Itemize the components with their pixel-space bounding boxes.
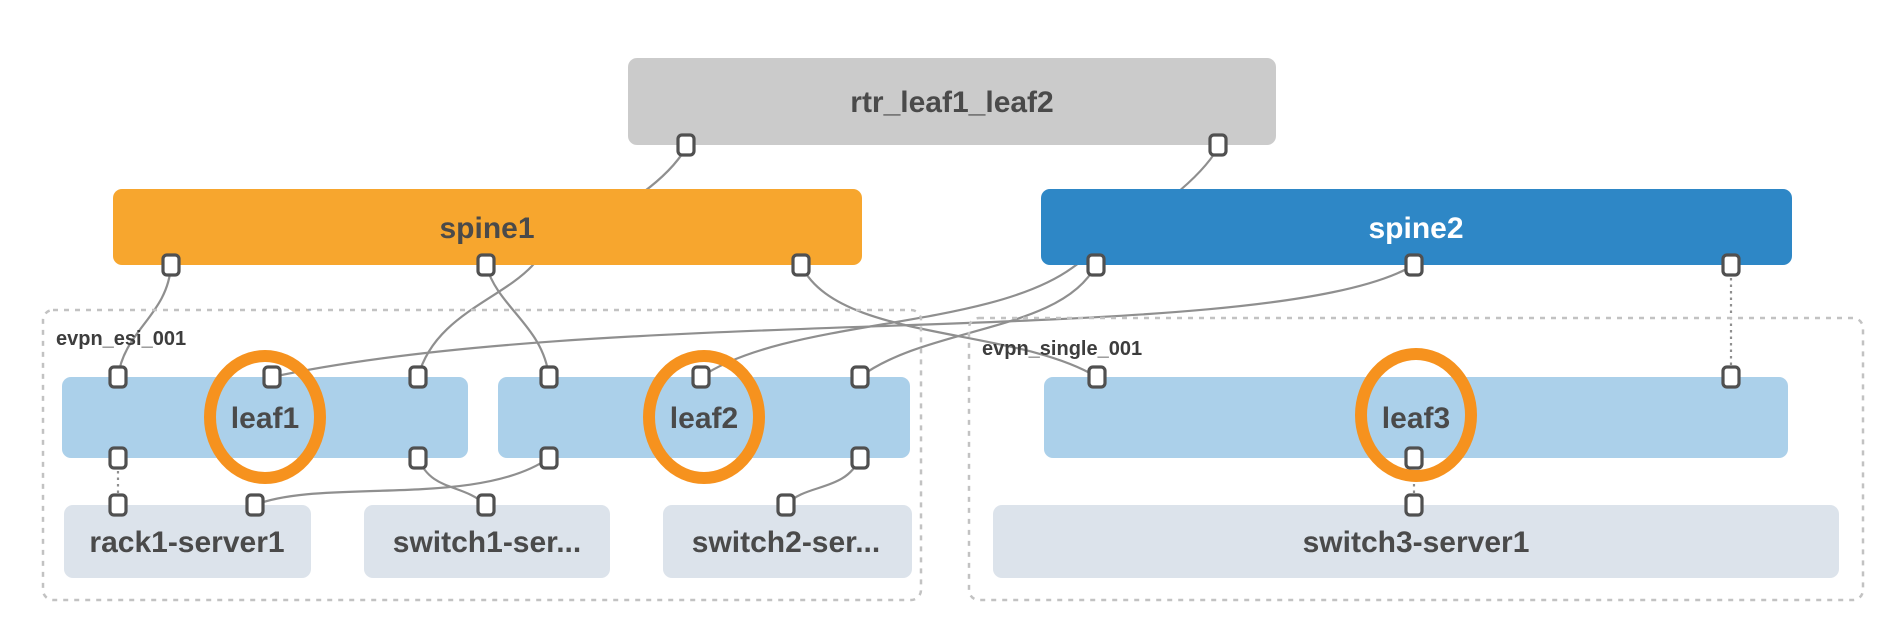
port-leaf2-bottom-1[interactable] xyxy=(539,446,559,470)
node-leaf3[interactable]: leaf3 xyxy=(1044,377,1788,458)
link-leaf1-switch1-server xyxy=(416,457,487,506)
link-spine1-leaf3 xyxy=(800,264,1098,378)
node-switch3-server1[interactable]: switch3-server1 xyxy=(993,505,1839,578)
node-box[interactable] xyxy=(1044,377,1788,458)
port-rack1-server1-1[interactable] xyxy=(108,493,128,517)
highlights-layer xyxy=(204,348,1477,484)
link-spine2-leaf2 xyxy=(859,264,1097,378)
node-switch1-server[interactable]: switch1-ser... xyxy=(364,505,610,578)
port-leaf1-top-1[interactable] xyxy=(108,365,128,389)
node-box[interactable] xyxy=(64,505,311,578)
port-leaf3-bottom-1[interactable] xyxy=(1404,446,1424,470)
port-spine1-3[interactable] xyxy=(791,253,811,277)
port-spine2-1[interactable] xyxy=(1086,253,1106,277)
rack-container-evpn-esi-001[interactable] xyxy=(41,308,923,602)
port-spine1-2[interactable] xyxy=(476,253,496,277)
link-leaf2-switch2-server xyxy=(785,457,862,506)
port-switch2-server-1[interactable] xyxy=(776,493,796,517)
node-label: switch1-ser... xyxy=(393,526,581,559)
node-label: rtr_leaf1_leaf2 xyxy=(850,86,1053,119)
port-leaf1-bottom-1[interactable] xyxy=(108,446,128,470)
link-leaf2-rack1-server1 xyxy=(254,457,550,507)
node-spine1[interactable]: spine1 xyxy=(113,189,862,265)
port-leaf1-bottom-2[interactable] xyxy=(408,446,428,470)
node-label: leaf1 xyxy=(231,402,299,435)
node-label: leaf2 xyxy=(670,402,738,435)
port-rtr-1[interactable] xyxy=(676,133,696,157)
node-label: leaf3 xyxy=(1382,402,1450,435)
nodes-layer: rtr_leaf1_leaf2 spine1 spine2 leaf1 leaf… xyxy=(62,58,1839,578)
highlight-circle-leaf1 xyxy=(204,350,326,484)
port-leaf2-top-3[interactable] xyxy=(850,365,870,389)
port-leaf2-bottom-2[interactable] xyxy=(850,446,870,470)
link-spine1-leaf1 xyxy=(116,264,173,378)
rack-container-label: evpn_esi_001 xyxy=(56,328,186,350)
port-switch1-server-1[interactable] xyxy=(476,493,496,517)
ports-layer xyxy=(108,133,1741,517)
node-leaf2[interactable]: leaf2 xyxy=(498,377,910,458)
port-rtr-2[interactable] xyxy=(1208,133,1228,157)
link-spine2-leaf1 xyxy=(271,264,1415,379)
node-box[interactable] xyxy=(113,189,862,265)
node-box[interactable] xyxy=(364,505,610,578)
node-box[interactable] xyxy=(663,505,912,578)
node-leaf1[interactable]: leaf1 xyxy=(62,377,468,458)
node-label: rack1-server1 xyxy=(89,526,284,559)
node-box[interactable] xyxy=(1041,189,1792,265)
highlight-circle-leaf3 xyxy=(1355,348,1477,482)
highlight-circle-leaf2 xyxy=(643,350,765,484)
port-switch3-server1-1[interactable] xyxy=(1404,493,1424,517)
port-spine1-1[interactable] xyxy=(161,253,181,277)
link-spine1-leaf2 xyxy=(484,264,551,378)
node-box[interactable] xyxy=(62,377,468,458)
port-leaf2-top-2[interactable] xyxy=(691,365,711,389)
port-leaf1-top-3[interactable] xyxy=(408,365,428,389)
node-label: spine1 xyxy=(439,212,534,245)
node-switch2-server[interactable]: switch2-ser... xyxy=(663,505,912,578)
node-rack1-server1[interactable]: rack1-server1 xyxy=(64,505,311,578)
port-spine2-2[interactable] xyxy=(1404,253,1424,277)
node-rtr-leaf1-leaf2[interactable]: rtr_leaf1_leaf2 xyxy=(628,58,1276,145)
node-label: switch2-ser... xyxy=(692,526,880,559)
port-leaf1-top-2[interactable] xyxy=(262,365,282,389)
node-label: switch3-server1 xyxy=(1303,526,1530,559)
port-rack1-server1-2[interactable] xyxy=(245,493,265,517)
node-box[interactable] xyxy=(628,58,1276,145)
node-spine2[interactable]: spine2 xyxy=(1041,189,1792,265)
port-leaf3-top-2[interactable] xyxy=(1721,365,1741,389)
port-leaf3-top-1[interactable] xyxy=(1087,365,1107,389)
node-box[interactable] xyxy=(498,377,910,458)
port-leaf2-top-1[interactable] xyxy=(539,365,559,389)
port-spine2-3[interactable] xyxy=(1721,253,1741,277)
node-box[interactable] xyxy=(993,505,1839,578)
rack-container-label: evpn_single_001 xyxy=(982,338,1142,360)
node-label: spine2 xyxy=(1368,212,1463,245)
containers-layer: evpn_esi_001 evpn_single_001 xyxy=(41,308,1865,602)
